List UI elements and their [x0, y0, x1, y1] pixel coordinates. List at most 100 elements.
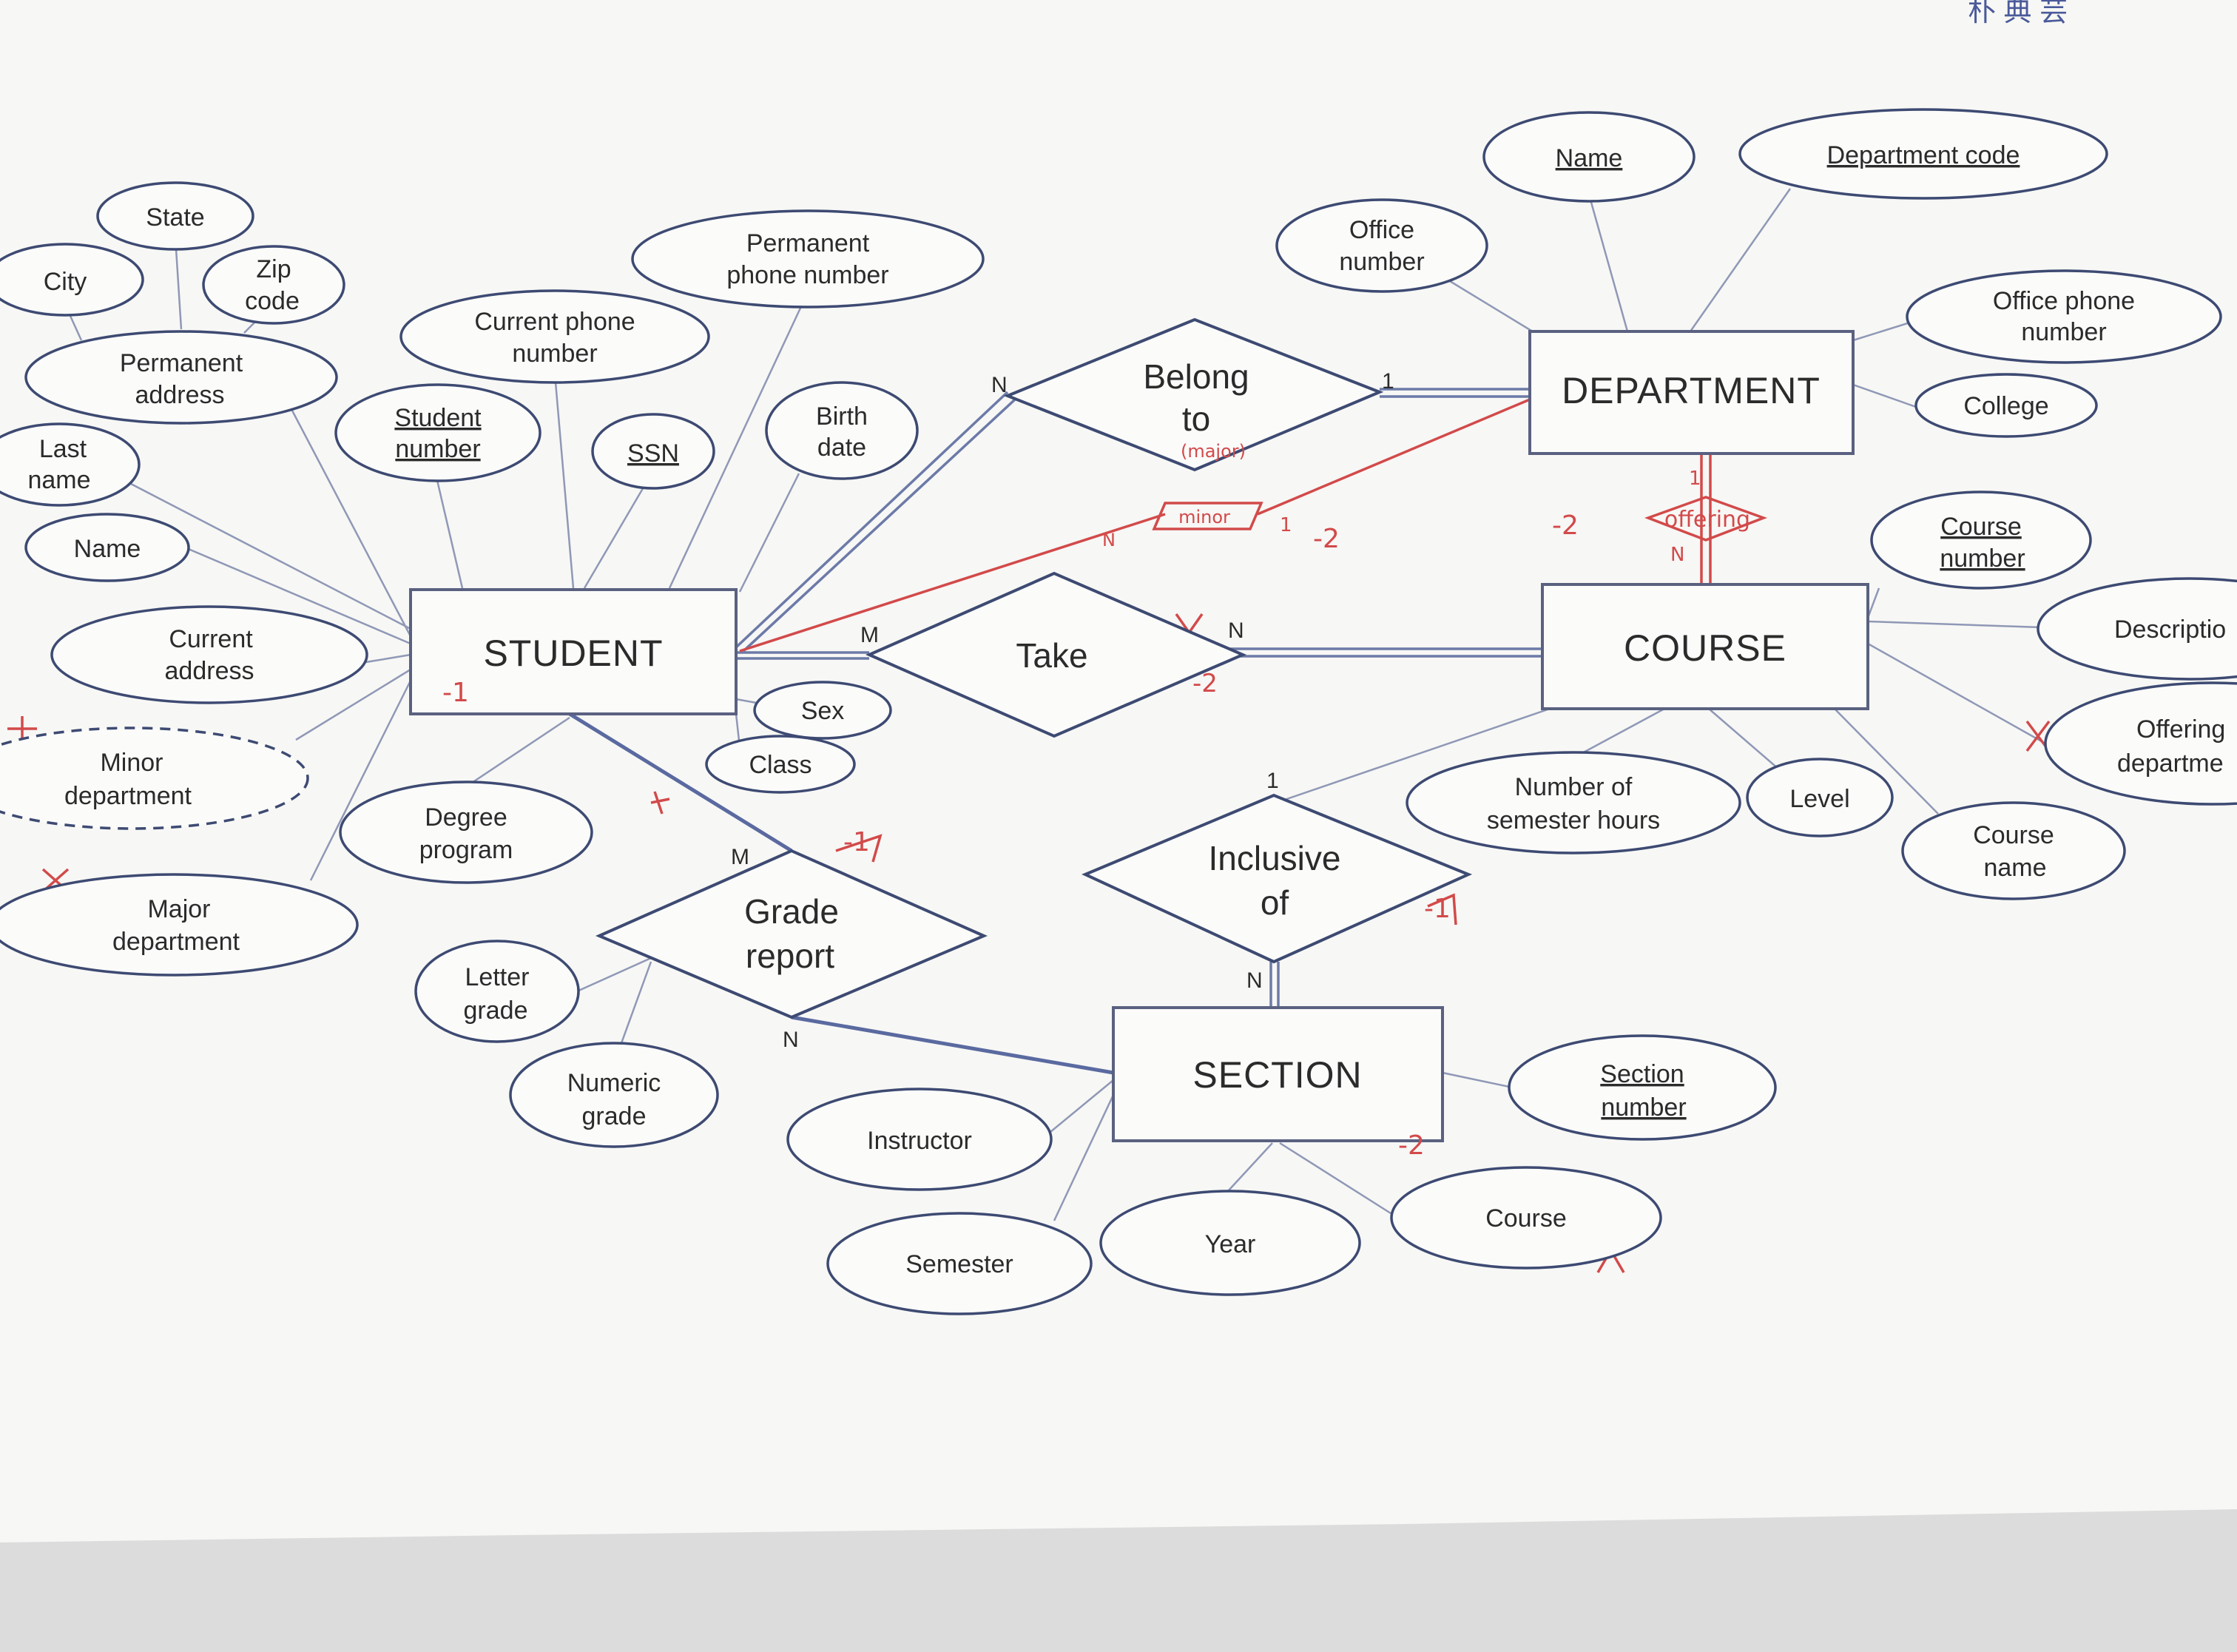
score-section: -2 [1398, 1130, 1425, 1161]
svg-text:STUDENT: STUDENT [483, 633, 663, 674]
svg-text:Degree: Degree [425, 803, 507, 832]
svg-text:Office: Office [1349, 216, 1414, 244]
cardinality-minor-department: 1 [1280, 514, 1292, 536]
svg-text:City: City [44, 268, 87, 296]
svg-text:Major: Major [147, 895, 210, 923]
svg-text:to: to [1182, 399, 1210, 438]
tick-mark-inclusive [1427, 893, 1457, 926]
relationship-inclusive-of: Inclusive of [1082, 793, 1473, 964]
attribute-major-department: Major department [0, 873, 359, 977]
relationship-offering: offering [1664, 507, 1750, 533]
svg-text:number: number [1940, 545, 2025, 573]
svg-text:minor: minor [1178, 507, 1230, 527]
svg-text:number: number [512, 340, 597, 368]
relationship-take: Take [866, 571, 1247, 738]
score-offering: -2 [1552, 510, 1579, 541]
svg-text:Course: Course [1485, 1204, 1567, 1233]
entity-department: DEPARTMENT [1528, 330, 1855, 455]
svg-text:date: date [817, 434, 866, 462]
attribute-college: College [1914, 373, 2098, 438]
cardinalities: N 1 M N M N 1 N 1 N N 1 [731, 369, 1701, 1052]
attribute-description: Descriptio [2037, 577, 2237, 681]
svg-text:Student: Student [394, 404, 482, 432]
minor-relationship-box [1152, 502, 1263, 530]
svg-text:SECTION: SECTION [1192, 1054, 1362, 1096]
attribute-level: Level [1746, 758, 1894, 837]
relationship-grade-report: Grade report [595, 849, 988, 1019]
handwritten-name: 朴 典 芸 [1968, 0, 2068, 27]
svg-text:Belong: Belong [1143, 357, 1249, 396]
attribute-department-code: Department code [1738, 108, 2108, 200]
svg-text:Year: Year [1205, 1230, 1256, 1258]
svg-text:Course: Course [1940, 513, 2022, 541]
attribute-course-number: Course number [1870, 490, 2092, 590]
svg-text:offering: offering [1664, 507, 1750, 533]
svg-text:Permanent: Permanent [120, 349, 243, 377]
cardinality-offering-course: N [1670, 544, 1684, 566]
svg-text:Current phone: Current phone [474, 308, 635, 336]
svg-text:report: report [746, 937, 834, 975]
svg-text:Take: Take [1016, 636, 1087, 675]
relationships: Belong to (major) Take Grade report Incl… [595, 317, 1750, 1019]
svg-text:Course: Course [1973, 821, 2054, 849]
svg-text:semester hours: semester hours [1487, 806, 1660, 835]
relationship-links [568, 388, 1542, 1075]
attribute-instructor: Instructor [786, 1088, 1053, 1191]
attribute-current-phone: Current phone number [399, 289, 710, 384]
attribute-office-phone: Office phone number [1906, 269, 2222, 364]
attribute-links [61, 188, 2046, 1221]
attribute-zip-code: Zip code [202, 245, 345, 325]
entity-section: SECTION [1112, 1006, 1444, 1142]
svg-text:Minor: Minor [100, 749, 163, 777]
cross-mark-minor [7, 716, 37, 741]
cardinality-belong-student: N [991, 373, 1008, 397]
svg-text:code: code [245, 287, 300, 315]
svg-text:address: address [165, 657, 254, 685]
svg-text:Permanent: Permanent [746, 229, 870, 257]
svg-text:COURSE: COURSE [1624, 627, 1786, 669]
svg-text:of: of [1261, 883, 1289, 922]
svg-text:Last: Last [39, 435, 87, 463]
attribute-birth-date: Birth date [765, 381, 919, 480]
svg-text:number: number [1339, 248, 1424, 276]
svg-text:Birth: Birth [816, 402, 868, 431]
svg-text:Name: Name [74, 535, 141, 563]
score-annotations: -1 -1 -1 -2 -2 -2 -2 [442, 510, 1579, 1161]
svg-text:Level: Level [1789, 785, 1849, 813]
cardinality-minor-student: N [1102, 530, 1116, 550]
svg-text:departme: departme [2117, 749, 2224, 778]
attribute-office-number: Office number [1275, 198, 1488, 293]
svg-text:Current: Current [169, 625, 253, 653]
svg-text:Letter: Letter [465, 963, 530, 991]
svg-text:Numeric: Numeric [567, 1069, 661, 1097]
svg-text:Class: Class [749, 751, 812, 779]
attribute-student-number: Student number [334, 383, 541, 482]
attribute-permanent-phone: Permanent phone number [631, 209, 985, 309]
svg-text:Office phone: Office phone [1993, 287, 2135, 315]
svg-text:grade: grade [582, 1102, 647, 1130]
entity-student: STUDENT [409, 588, 738, 715]
attribute-numeric-grade: Numeric grade [509, 1042, 719, 1148]
svg-text:Sex: Sex [801, 697, 845, 725]
score-minor: -2 [1313, 524, 1340, 554]
svg-text:Instructor: Instructor [867, 1127, 972, 1155]
svg-text:department: department [64, 782, 192, 810]
attribute-offering-department: Offering departme [2044, 681, 2237, 806]
svg-text:Descriptio: Descriptio [2114, 616, 2226, 644]
svg-text:address: address [135, 381, 225, 409]
svg-text:name: name [27, 466, 90, 494]
attribute-class: Class [705, 735, 856, 794]
attribute-state: State [96, 181, 254, 251]
cardinality-belong-department: 1 [1382, 369, 1394, 394]
attribute-degree-program: Degree program [339, 781, 593, 884]
cardinality-grade-student: M [731, 845, 749, 869]
svg-text:DEPARTMENT: DEPARTMENT [1562, 370, 1821, 411]
paper-sheet [0, 0, 2237, 1543]
attribute-current-address: Current address [50, 605, 368, 704]
score-inclusive: -1 [1424, 894, 1451, 924]
offering-relationship-diamond [1644, 496, 1768, 542]
attribute-dept-name: Name [1482, 111, 1696, 203]
svg-text:name: name [1983, 854, 2046, 882]
attribute-semester: Semester [826, 1212, 1093, 1315]
svg-text:(major): (major) [1181, 441, 1246, 462]
